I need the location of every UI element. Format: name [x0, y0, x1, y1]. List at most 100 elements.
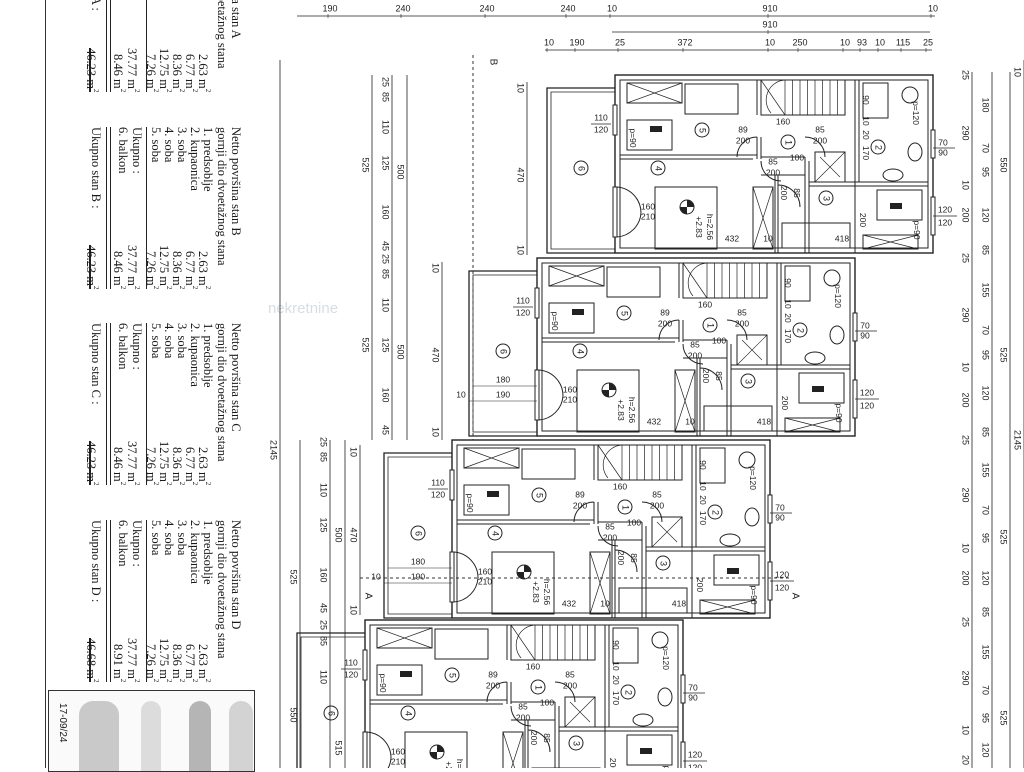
- label-fraction-bar: [513, 306, 879, 400]
- table-row-label: 5. soba: [149, 127, 163, 163]
- dim-left-balcony-b-label: 10: [431, 427, 441, 437]
- dim-right-2-label: 120: [981, 207, 991, 222]
- room-number: 4: [576, 349, 586, 354]
- desk: [798, 372, 845, 404]
- table-row-label: 2. kupaonica: [188, 520, 202, 584]
- dim-left-balcony-a-label: 10: [516, 245, 526, 255]
- room-number-circle: [650, 160, 666, 176]
- plan-label: 85: [518, 701, 528, 711]
- dim-top-1-label: 240: [560, 3, 575, 13]
- plan-label: p=90: [550, 311, 560, 330]
- table-balcony-value: 8.46 m2: [110, 53, 127, 92]
- balcony-outline: [296, 632, 365, 768]
- plan-label: 90: [611, 640, 621, 650]
- plan-label: 90: [860, 330, 870, 340]
- plan-label: 120: [860, 387, 874, 397]
- table-total: Ukupno stan D :46.68 m2: [84, 520, 103, 682]
- plan-label: 120: [938, 204, 952, 214]
- plan-label: 10: [611, 661, 621, 671]
- stair-winder: [597, 444, 623, 481]
- balcony-dim-line: [384, 567, 452, 584]
- dim-right-2-label: 95: [981, 713, 991, 723]
- dim-top-1-label: 910: [762, 3, 777, 13]
- plan-label: 160: [391, 746, 405, 756]
- bath-cabinet: [699, 447, 726, 484]
- plan-label: p=90: [662, 765, 672, 768]
- dim-top-3-label: 372: [677, 37, 692, 47]
- balcony-door: [362, 731, 368, 768]
- table-subtotal-label: Ukupno :: [130, 323, 144, 370]
- room-number-circle: [818, 190, 834, 206]
- table-row-label: 4. soba: [162, 127, 176, 163]
- door-swing: [453, 577, 479, 603]
- plan-label: 160: [478, 566, 492, 576]
- dim-right-1-label: 25: [961, 70, 971, 80]
- bed: [606, 266, 661, 298]
- table-balcony-value: 8.46 m2: [110, 250, 127, 289]
- plan-label: 85: [792, 188, 802, 198]
- dim-right-1-label: 10: [961, 180, 971, 190]
- monitor: [640, 748, 652, 754]
- plan-label: 90: [698, 460, 708, 470]
- dim-left-cd-outer-label: 525: [289, 569, 299, 584]
- plan-label: +2.83: [616, 399, 626, 421]
- plan-label: +2.83: [444, 761, 454, 768]
- table-total-label: Ukupno stan C :: [89, 323, 103, 405]
- dim-right-2-label: 70: [981, 685, 991, 695]
- shower: [564, 696, 596, 728]
- dim-right-1-label: 290: [961, 670, 971, 685]
- table-row-value: 12.75 m2: [156, 47, 173, 92]
- table-row-value: 12.75 m2: [156, 244, 173, 289]
- room-number: 1: [784, 140, 794, 145]
- plan-label: p=90: [834, 403, 844, 422]
- room-number-circle: [780, 134, 796, 150]
- blurred-text: [189, 701, 211, 771]
- bath-cabinet: [862, 82, 889, 119]
- dim-right-3-label: 550: [999, 157, 1009, 172]
- dim-left-ab-fine-label: 45: [381, 241, 391, 251]
- dim-top-3-label: 10: [544, 37, 554, 47]
- dim-right-1-label: 10: [961, 543, 971, 553]
- plan-label: 85: [565, 669, 575, 679]
- outer-wall: [536, 257, 856, 437]
- plan-label: 10: [698, 481, 708, 491]
- plan-label: 160: [641, 201, 655, 211]
- window: [534, 287, 540, 319]
- dim-top-3-label: 25: [615, 37, 625, 47]
- plan-label: p=120: [833, 284, 843, 308]
- window: [767, 494, 773, 524]
- wardrobe: [589, 551, 611, 615]
- dim-left-cd-fine-label: 85: [319, 452, 329, 462]
- bed: [434, 628, 489, 660]
- bed: [491, 551, 555, 615]
- door-swing: [453, 551, 479, 579]
- plan-label: h=2.56: [627, 397, 637, 424]
- washbasin: [882, 168, 904, 182]
- light-fixture-fill: [602, 383, 616, 397]
- plan-label: 70: [860, 320, 870, 330]
- table-row-label: 1. predsoblje: [201, 323, 215, 388]
- table-row-label: 3. soba: [175, 323, 189, 359]
- dim-left-ab-mid-label: 500: [396, 164, 406, 179]
- door-swing: [554, 681, 576, 703]
- stair-winder: [760, 79, 786, 116]
- wardrobe-x: [589, 551, 611, 615]
- toilet: [744, 507, 760, 527]
- table-subtotal: Ukupno :37.77 m2: [125, 323, 144, 485]
- plan-label: 200: [779, 186, 789, 200]
- plan-label: 10: [861, 116, 871, 126]
- wardrobe-x: [376, 627, 433, 649]
- table-subtotal-value: 37.77 m2: [124, 47, 141, 92]
- plan-label: 200: [603, 532, 617, 542]
- table-subtotal-value: 37.77 m2: [124, 637, 141, 682]
- plan-label: 120: [775, 582, 789, 592]
- dim-top-1-label: 10: [607, 3, 617, 13]
- wardrobe: [784, 417, 841, 433]
- plan-label: 200: [780, 396, 790, 410]
